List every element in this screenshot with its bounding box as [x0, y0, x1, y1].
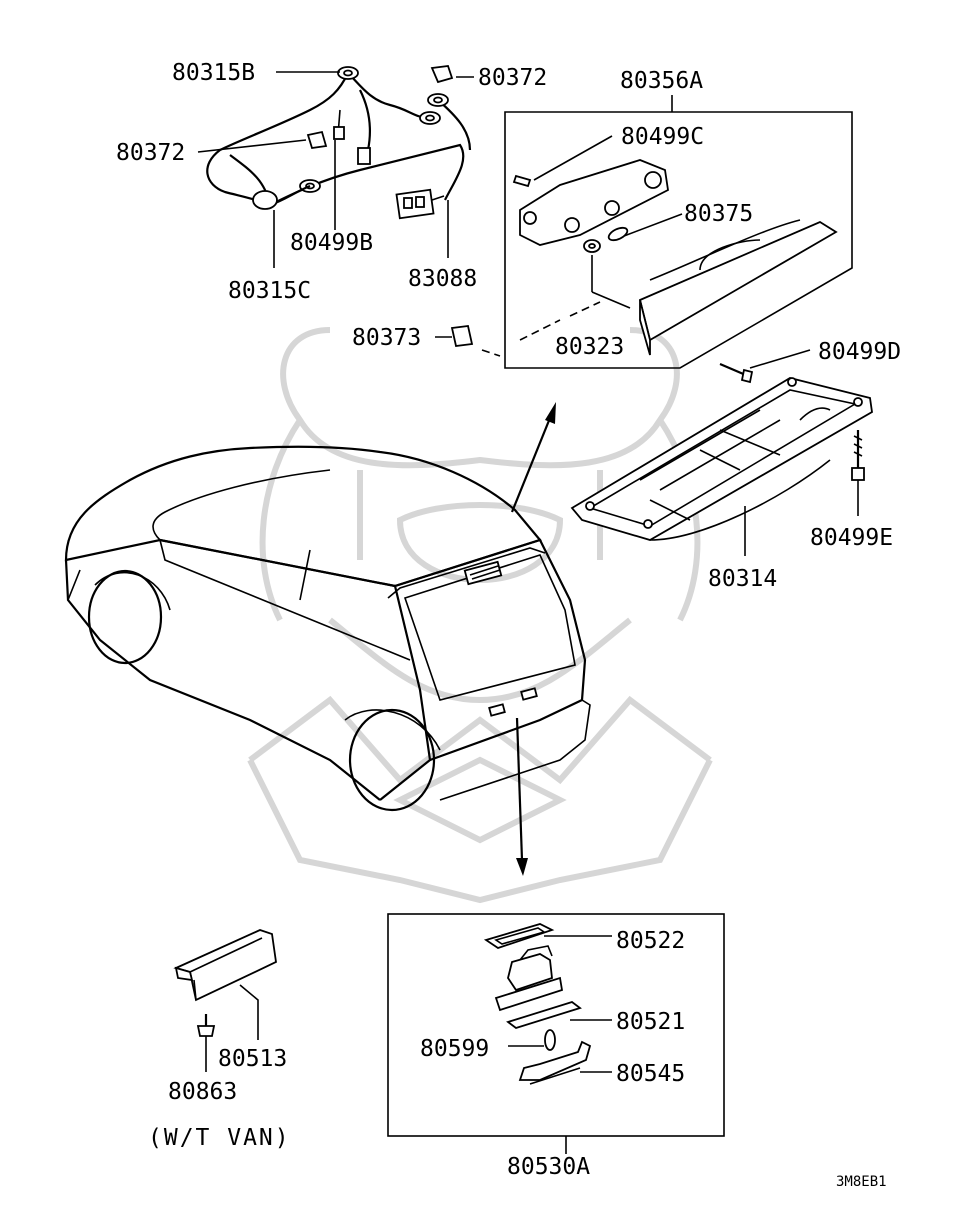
label-80599: 80599: [420, 1036, 489, 1062]
label-83088: 83088: [408, 266, 477, 292]
label-80530A: 80530A: [507, 1154, 590, 1180]
screw-80499E: [851, 430, 865, 481]
label-80499D: 80499D: [818, 339, 901, 365]
arrow-to-stoplight: [510, 402, 556, 513]
license-lamp-box: [387, 913, 725, 1137]
label-80545: 80545: [616, 1061, 685, 1087]
caption-wt-van: (W/T VAN): [148, 1125, 291, 1151]
label-80356A: 80356A: [620, 68, 703, 94]
label-80513: 80513: [218, 1046, 287, 1072]
part-labels: 80315B 80372 80356A 80499C 80372 80375 8…: [116, 60, 901, 1190]
label-80521: 80521: [616, 1009, 685, 1035]
label-80522: 80522: [616, 928, 685, 954]
label-80863: 80863: [168, 1079, 237, 1105]
label-80499C: 80499C: [621, 124, 704, 150]
leader-lines: [197, 71, 859, 1154]
cover-80314: [570, 377, 873, 541]
bracket-80513: [173, 929, 277, 1002]
label-80314: 80314: [708, 566, 777, 592]
diagram-code: 3M8EB1: [836, 1174, 887, 1190]
wiring-harness: [206, 65, 472, 220]
high-mount-stop-lamp-box: [481, 111, 853, 369]
car-illustration: [64, 445, 591, 812]
label-80315B: 80315B: [172, 60, 255, 86]
screw-80863: [196, 1014, 216, 1037]
label-80499E: 80499E: [810, 525, 893, 551]
screw-80499D: [719, 362, 754, 384]
label-80323: 80323: [555, 334, 624, 360]
label-80375: 80375: [684, 201, 753, 227]
label-80372-top: 80372: [478, 65, 547, 91]
arrow-to-license-lamp: [515, 717, 528, 876]
label-80372-left: 80372: [116, 140, 185, 166]
clip-80373: [450, 325, 474, 347]
label-80373: 80373: [352, 325, 421, 351]
label-80315C: 80315C: [228, 278, 311, 304]
watermark-logo: [247, 327, 713, 904]
label-80499B: 80499B: [290, 230, 373, 256]
